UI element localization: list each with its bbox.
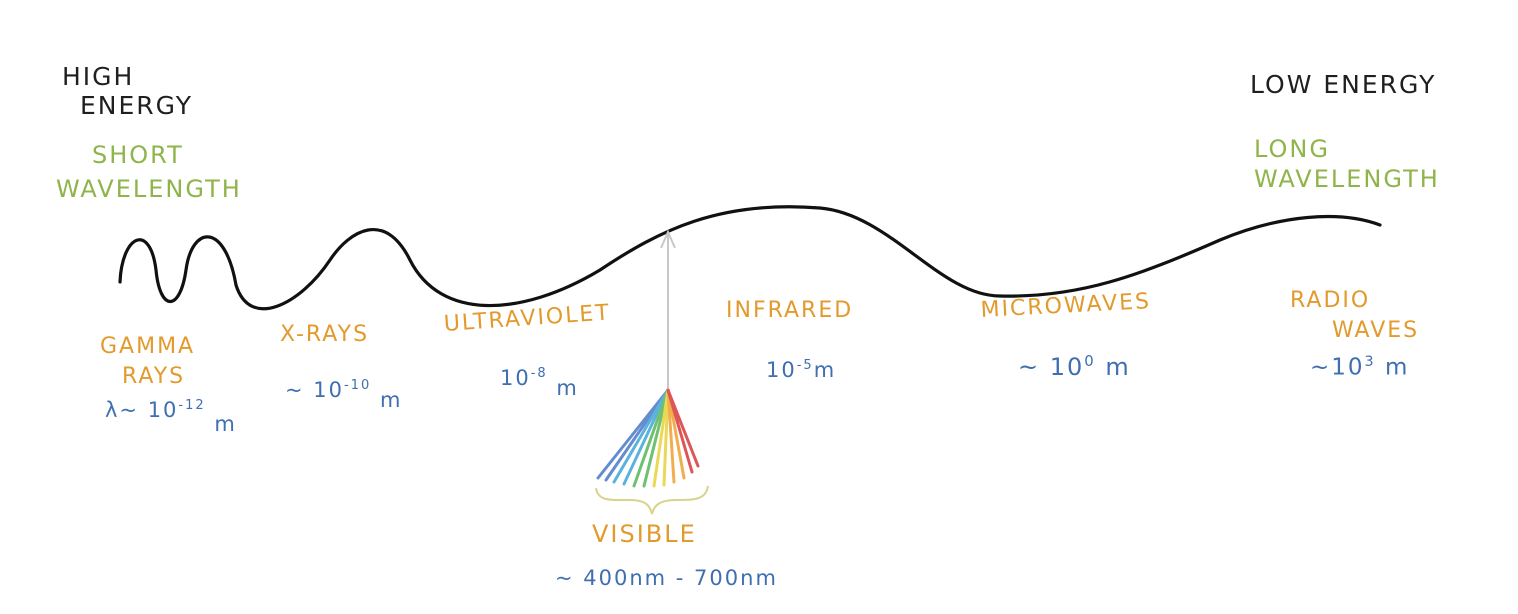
infrared-wavelength-exponent: -5: [796, 358, 814, 373]
low-energy-label: LOW ENERGY: [1250, 70, 1437, 99]
microwaves-wavelength: ~ 100 m: [1018, 352, 1131, 381]
ultraviolet-wavelength: 10-8 m: [500, 366, 579, 400]
gamma-wavelength-exponent: -12: [178, 398, 206, 413]
high-energy-label: HIGH ENERGY: [62, 62, 193, 120]
gamma-wavelength: λ~ 10-12 m: [105, 398, 237, 436]
visible-pointer-arrowhead: [660, 229, 676, 249]
x-rays-wavelength-exponent: -10: [344, 378, 372, 393]
short-wavelength-line-1: SHORT: [92, 141, 184, 169]
microwaves-wavelength-exponent: 0: [1084, 352, 1096, 370]
gamma-rays-line-2: RAYS: [122, 364, 186, 389]
microwaves-wavelength-unit: m: [1105, 353, 1131, 381]
x-rays-label: X-RAYS: [280, 322, 370, 347]
radio-waves-line-1: RADIO: [1290, 288, 1371, 313]
microwaves-wavelength-prefix: ~ 10: [1018, 353, 1085, 381]
infrared-wavelength-unit: m: [813, 358, 837, 382]
visible-label: VISIBLE: [592, 520, 697, 548]
infrared-wavelength-prefix: 10: [766, 358, 797, 382]
x-rays-wavelength-unit: m: [379, 388, 403, 412]
visible-spectrum-fan: [596, 388, 700, 488]
ultraviolet-wavelength-exponent: -8: [530, 366, 548, 381]
long-wavelength-line-1: LONG: [1254, 135, 1330, 163]
radio-waves-wavelength-exponent: 3: [1364, 354, 1376, 370]
short-wavelength-line-2: WAVELENGTH: [56, 175, 242, 203]
ultraviolet-wavelength-unit: m: [556, 376, 579, 400]
infrared-label: INFRARED: [726, 298, 854, 323]
long-wavelength-label: LONG WAVELENGTH: [1254, 134, 1440, 194]
gamma-wavelength-prefix: λ~ 10: [105, 398, 179, 422]
short-wavelength-label: SHORT WAVELENGTH: [56, 138, 242, 206]
gamma-rays-line-1: GAMMA: [100, 334, 196, 359]
high-energy-line-2: ENERGY: [80, 91, 194, 120]
high-energy-line-1: HIGH: [62, 62, 135, 91]
gamma-rays-label: GAMMA RAYS: [100, 332, 195, 392]
radio-waves-wavelength: ~103 m: [1310, 354, 1409, 381]
electromagnetic-wave: [118, 205, 1382, 311]
radio-waves-line-2: WAVES: [1332, 318, 1420, 343]
x-rays-wavelength-prefix: ~ 10: [285, 378, 344, 402]
visible-range: ~ 400nm - 700nm: [555, 566, 778, 590]
radio-waves-label: RADIO WAVES: [1290, 286, 1419, 346]
ultraviolet-wavelength-prefix: 10: [500, 366, 531, 390]
radio-waves-wavelength-unit: m: [1384, 354, 1410, 381]
gamma-wavelength-unit: m: [214, 412, 237, 436]
radio-waves-wavelength-prefix: ~10: [1310, 354, 1365, 381]
x-rays-wavelength: ~ 10-10 m: [285, 378, 402, 412]
long-wavelength-line-2: WAVELENGTH: [1254, 165, 1440, 193]
infrared-wavelength: 10-5m: [766, 358, 836, 382]
visible-brace: [595, 485, 709, 515]
